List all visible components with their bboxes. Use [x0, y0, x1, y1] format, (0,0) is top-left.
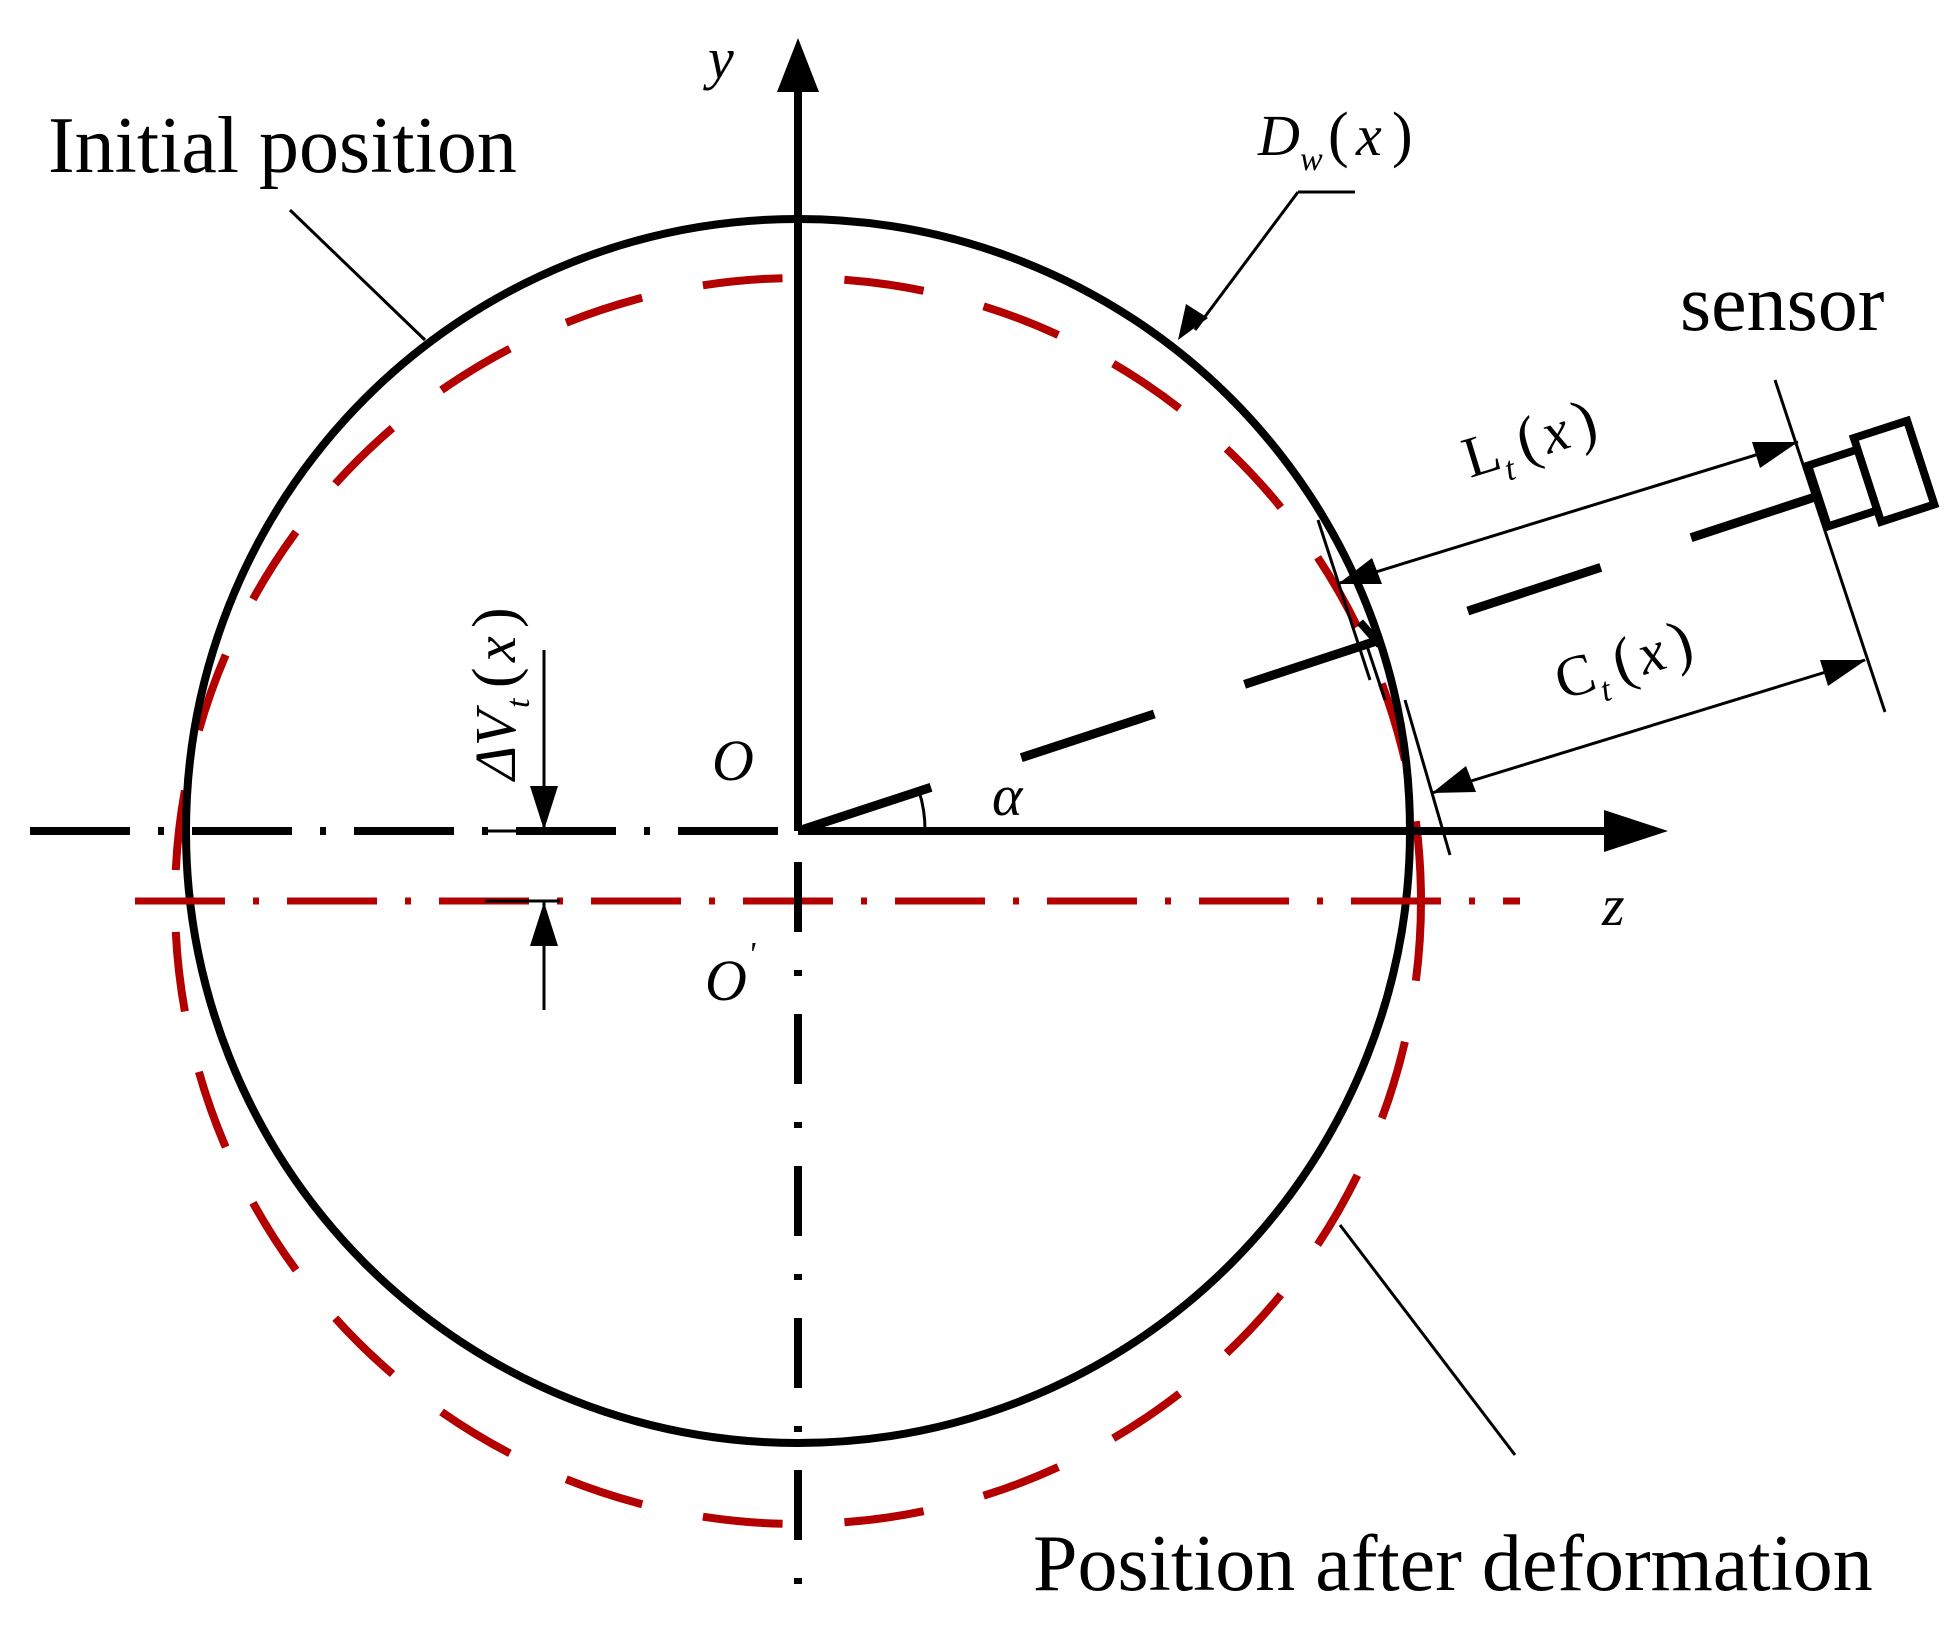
y-axis-arrowhead [777, 38, 819, 92]
z-axis-arrowhead [1604, 810, 1668, 852]
surface-normal-mark [1363, 639, 1387, 701]
origin-prime-label: O [705, 948, 747, 1013]
svg-text:(: ( [461, 667, 529, 688]
dw-leader-arrowhead [1178, 304, 1208, 340]
deformed-leader [1338, 1224, 1517, 1456]
ct-arrow-right [1820, 660, 1866, 686]
lt-formula: L t ( x ) [1455, 386, 1605, 490]
angle-label: α [992, 763, 1024, 828]
svg-text:w: w [1300, 141, 1323, 178]
svg-text:t: t [500, 697, 537, 708]
sensor-beam [796, 492, 1817, 836]
initial-position-label: Initial position [48, 102, 517, 190]
dw-leader-diagonal [1193, 191, 1300, 331]
ct-arrow-left [1432, 766, 1476, 793]
svg-text:D: D [1257, 103, 1300, 168]
origin-label: O [712, 728, 754, 793]
svg-text:): ) [1392, 101, 1413, 169]
deformed-extension-line [1403, 699, 1452, 856]
svg-text:x: x [463, 636, 528, 663]
sensor-extension-line [1773, 379, 1887, 713]
sensor-label: sensor [1680, 260, 1884, 348]
lt-arrow-right [1752, 442, 1798, 468]
svg-text:(: ( [1328, 101, 1349, 169]
dv-arrow-top [530, 786, 558, 830]
svg-text:): ) [461, 607, 529, 628]
z-axis-label: z [1601, 873, 1625, 938]
ct-dimension-line [1431, 658, 1866, 795]
dw-formula: D w ( x ) [1257, 101, 1413, 178]
initial-leader [288, 208, 427, 342]
ct-formula: C t ( x ) [1547, 607, 1701, 712]
lt-arrow-left [1338, 558, 1382, 584]
svg-text:ΔV: ΔV [463, 704, 528, 782]
sensor-icon [1803, 415, 1940, 532]
surface-tick [1316, 519, 1372, 681]
y-axis-label: y [703, 26, 734, 91]
svg-text:C: C [1547, 639, 1603, 712]
surface-tick-2 [1356, 619, 1384, 648]
deformed-position-label: Position after deformation [1033, 1520, 1873, 1608]
lt-dimension-line [1339, 440, 1799, 585]
angle-arc [917, 790, 927, 832]
dv-formula: ΔV t ( x ) [461, 607, 537, 782]
dv-arrow-bottom [530, 902, 558, 946]
prime-mark: ' [748, 936, 756, 973]
svg-text:x: x [1355, 103, 1382, 168]
